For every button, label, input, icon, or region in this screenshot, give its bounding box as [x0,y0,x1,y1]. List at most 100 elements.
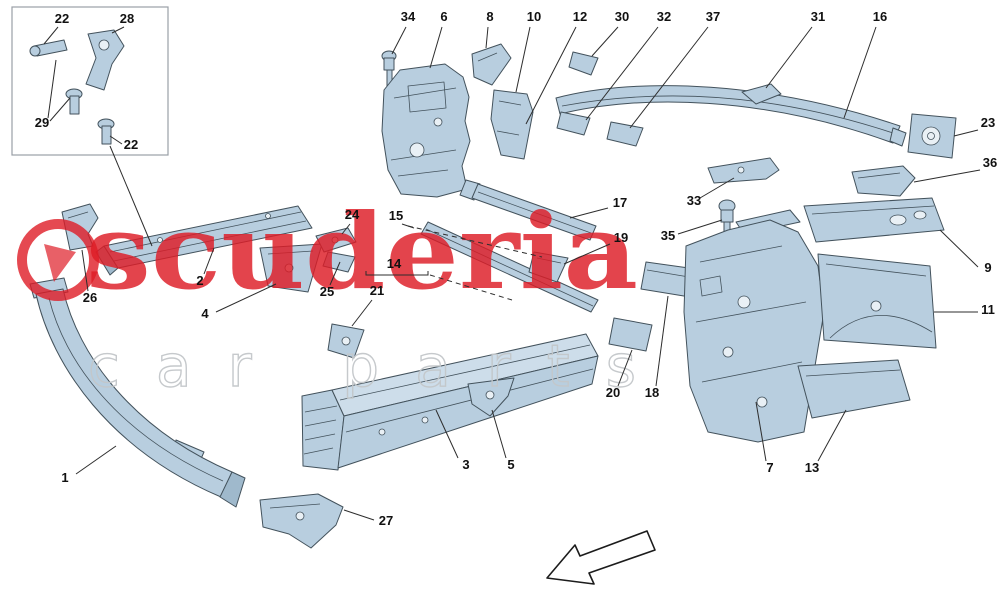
part-36-detail [857,172,901,179]
callout-35-19: 35 [661,228,675,243]
callout-27-35: 27 [379,513,393,528]
callout-18-30: 18 [645,385,659,400]
leader-line-22-3 [109,135,123,145]
part-5-hole [485,390,495,400]
leader-line-2-27 [203,247,215,275]
part-16-end-tab [889,127,907,147]
callout-11-21: 11 [981,302,995,317]
part-30-clip [568,51,599,76]
part-1-detail [48,297,224,482]
leader-line-18-30 [655,295,669,387]
callout-23-14: 23 [981,115,995,130]
callout-1-32: 1 [61,470,68,485]
callout-34-4: 34 [401,9,416,24]
callout-32-10: 32 [657,9,671,24]
callout-30-9: 30 [615,9,629,24]
leader-line-32-10 [585,26,659,121]
part-29-bolt-stem [69,95,80,115]
callout-14-25: 14 [387,256,402,271]
part-8-panel [471,43,512,86]
leader-line-5-34 [491,409,507,459]
leader-line-35-19 [677,219,723,235]
callout-19-18: 19 [614,230,628,245]
inset-detail-box [11,6,169,156]
part-27-bracket [259,493,344,549]
callout-25-24: 25 [320,284,334,299]
leader-line-30-9 [591,26,619,57]
part-9-sill [803,197,945,243]
part-3-hole-b [421,416,429,424]
callout-20-31: 20 [606,385,620,400]
leader-line-6-5 [429,26,443,69]
part-35-sensor-body [720,209,734,223]
callout-6-5: 6 [440,9,447,24]
part-16-cross-beam [555,85,901,144]
leader-line-31-12 [765,26,813,89]
leader-line-33-17 [699,177,735,199]
part-10-12-panel [490,89,534,160]
direction-arrow [546,530,656,585]
callout-14-bracket-line [365,271,429,276]
leader-line-4-28 [215,283,277,313]
leader-line-21-26 [351,299,373,327]
leader-line-36-15 [913,169,981,183]
leader-line-28-1 [111,26,125,34]
leader-line-3-33 [435,409,459,459]
part-20-box [608,317,653,352]
callout-36-15: 36 [983,155,997,170]
part-13-panel [797,359,911,419]
callout-28-1: 28 [120,11,134,26]
part-24-hole [331,236,339,244]
callout-22-0: 22 [55,11,69,26]
part-19-bracket [528,251,569,283]
leader-line-26-29 [81,249,89,292]
part-7-hole-c [756,396,768,408]
callout-29-2: 29 [35,115,49,130]
leader-line-17-16 [569,207,609,219]
part-25-bracket [322,251,356,273]
watermark-text-secondary: car parts [88,332,636,400]
part-3-side-detail [345,368,594,433]
callout-3-33: 3 [462,457,469,472]
callout-8-6: 8 [486,9,493,24]
leader-line-15-23 [401,223,415,229]
part-26-detail [67,211,89,219]
leader-line-29-2 [49,97,71,122]
scuderia-emblem-mark [44,244,76,282]
part-9-hole-a [889,214,907,226]
part-7-wheelhouse [683,219,825,443]
construction-line-29-branch [47,59,57,119]
callout-24-22: 24 [345,207,360,222]
scuderia-emblem-ring [17,219,99,301]
construction-dashed-15 [407,225,543,258]
leader-line-37-11 [629,26,709,129]
part-32-clip [556,111,591,136]
leader-line-22-0 [43,26,59,45]
callout-17-16: 17 [613,195,627,210]
leader-line-16-13 [843,26,877,119]
part-28-bracket [85,29,125,91]
leader-line-24-22 [341,223,351,235]
callout-7-36: 7 [766,460,773,475]
part-7-hole-b [722,346,734,358]
callout-10-7: 10 [527,9,541,24]
part-8-detail [477,52,498,62]
part-18-detail [646,269,690,278]
callout-26-29: 26 [83,290,97,305]
part-2-hole-a [265,213,271,219]
callout-9-20: 9 [984,260,991,275]
part-6-hole-b [433,117,443,127]
part-3-top-detail [339,344,591,401]
part-2-hole-b [157,237,163,243]
leader-line-12-8 [525,26,577,125]
part-11-details [825,263,933,339]
callout-33-17: 33 [687,193,701,208]
callout-31-12: 31 [811,9,825,24]
part-7-details [695,245,807,383]
part-9-hole-b [913,210,927,220]
callout-12-8: 12 [573,9,587,24]
part-11-hole [870,300,882,312]
part-13-detail [805,369,901,377]
leader-line-23-14 [953,129,979,137]
